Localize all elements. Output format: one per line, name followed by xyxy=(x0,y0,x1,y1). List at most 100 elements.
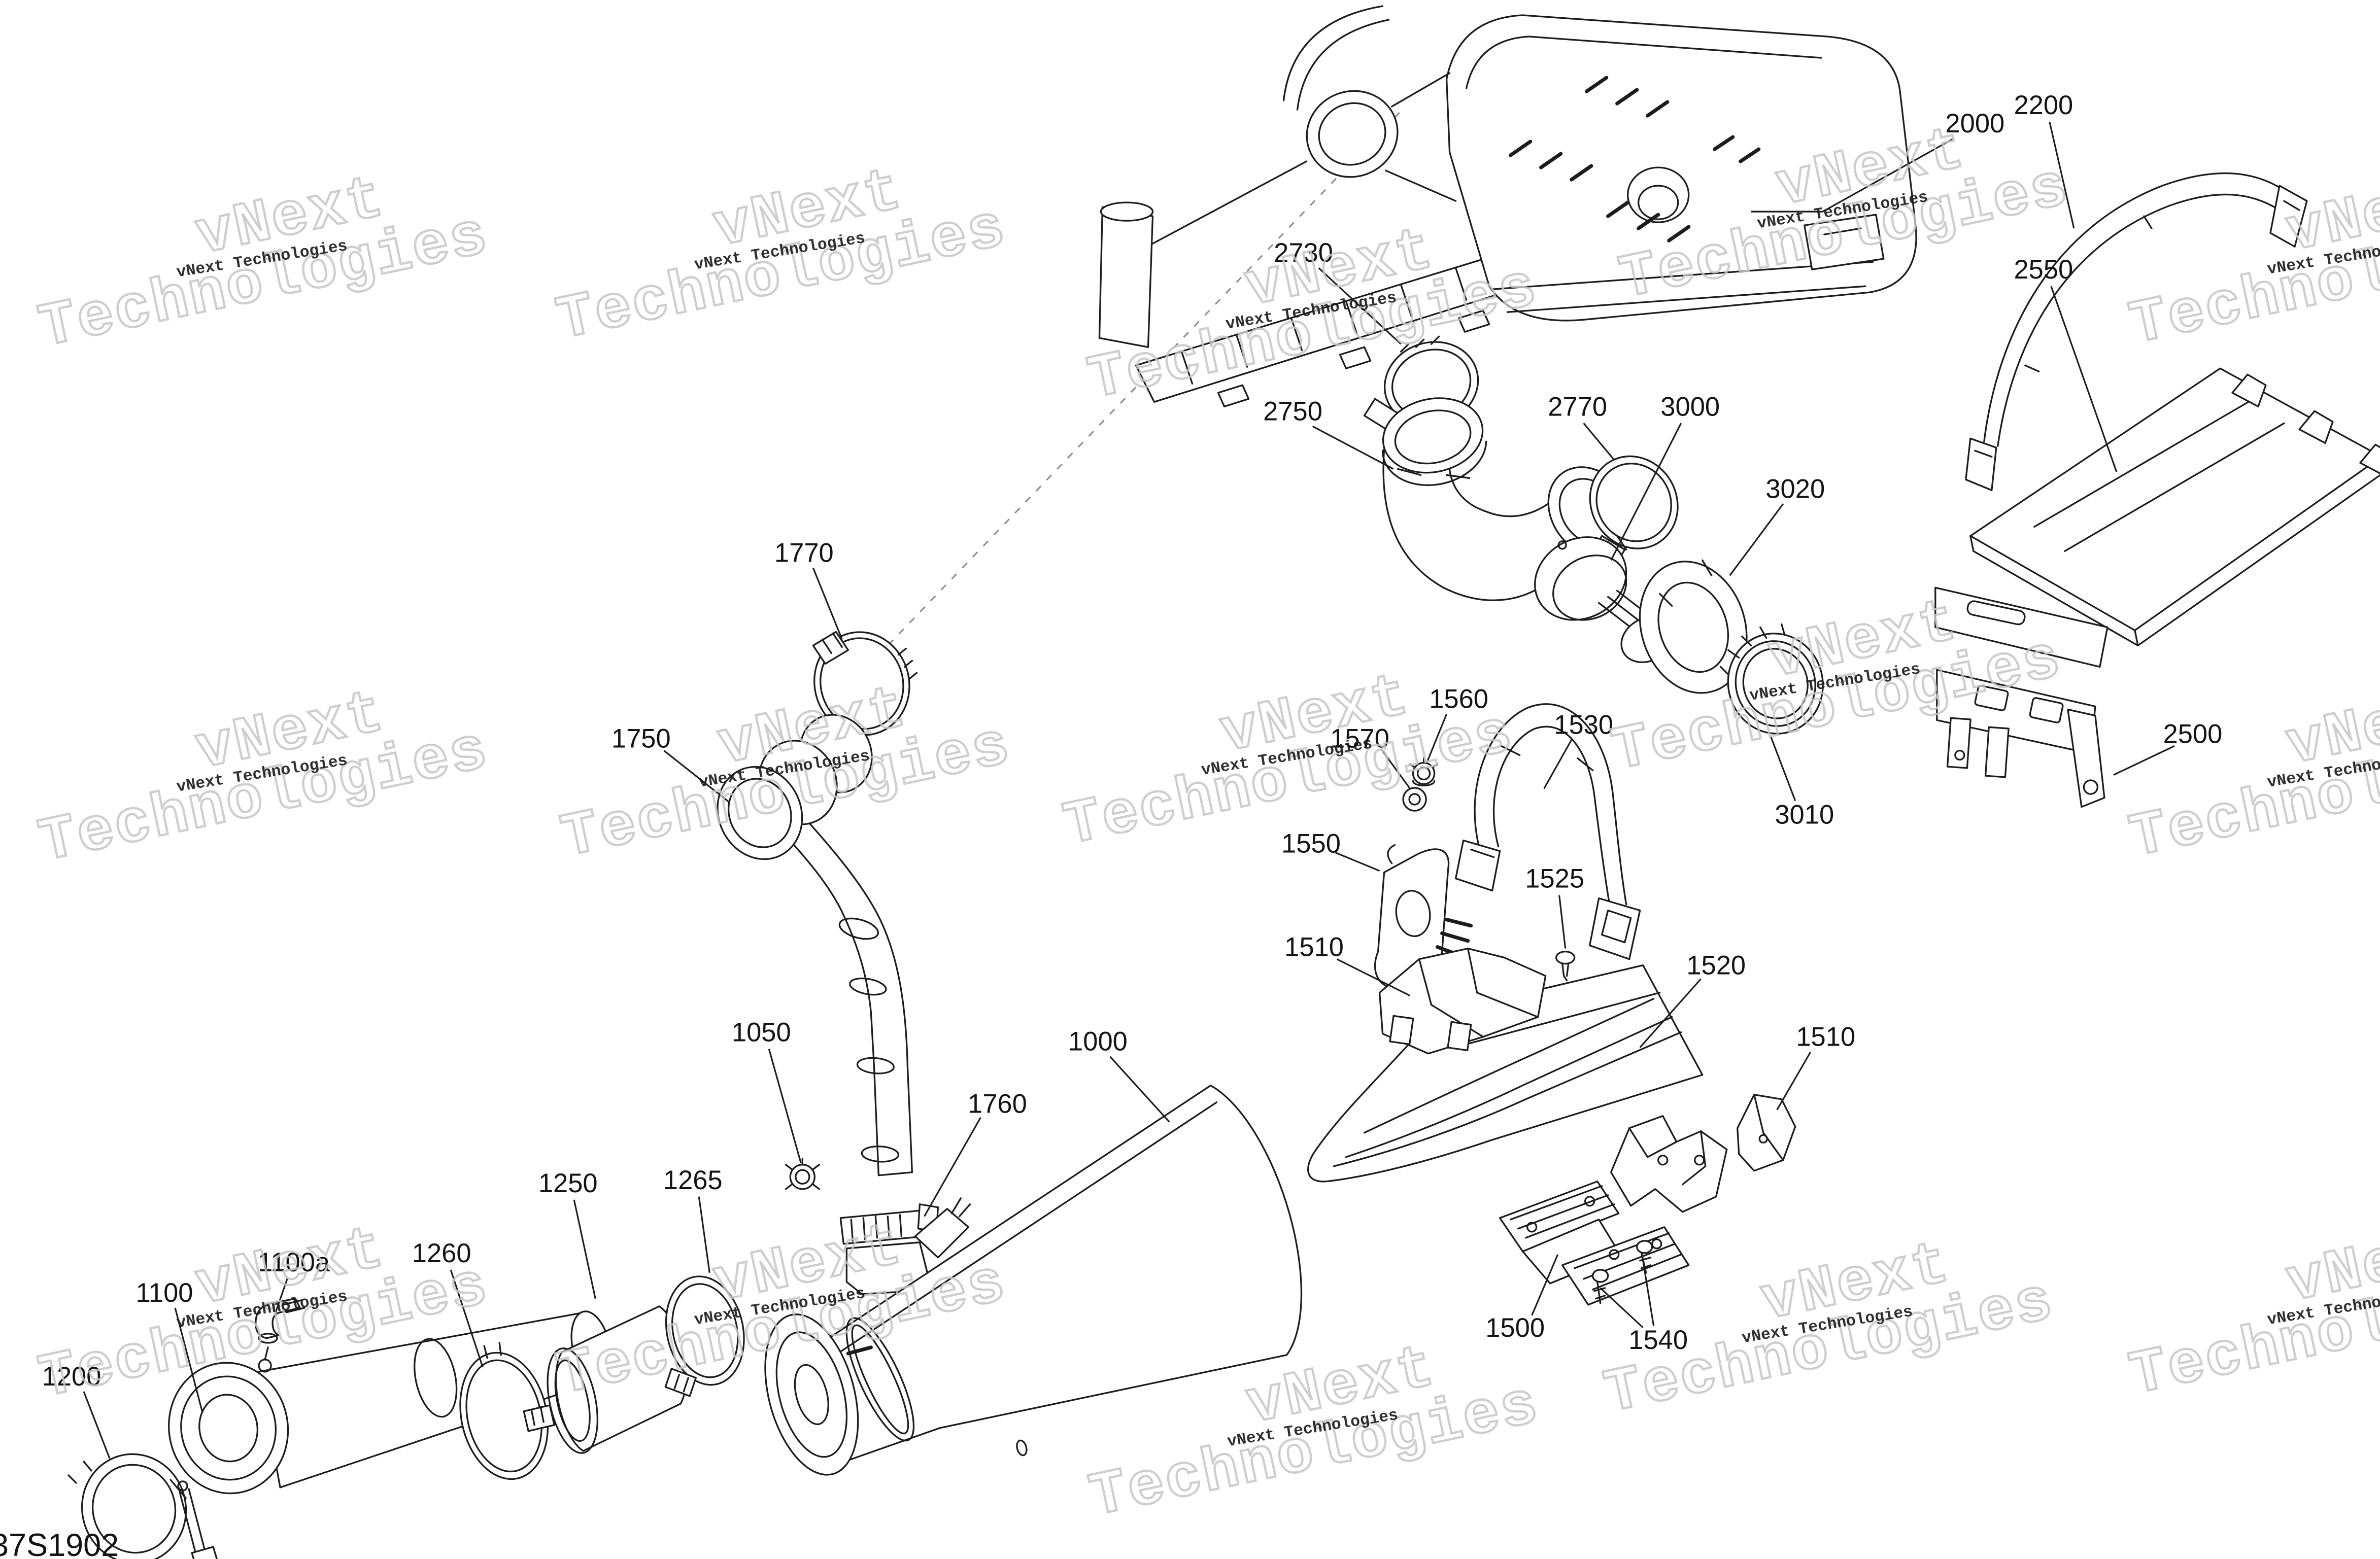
callout-1530: 1530 xyxy=(1543,710,1613,789)
part-label-1550: 1550 xyxy=(1281,829,1341,859)
part-label-1760: 1760 xyxy=(968,1089,1027,1119)
callout-2750: 2750 xyxy=(1263,396,1394,470)
part-label-2750: 2750 xyxy=(1263,396,1322,426)
leader-line-1770 xyxy=(812,567,843,640)
callout-1100: 1100 xyxy=(136,1278,203,1413)
callout-1770: 1770 xyxy=(774,538,843,640)
part-label-2550: 2550 xyxy=(2014,255,2073,285)
leader-line-1500 xyxy=(1531,1254,1559,1316)
leader-line-1530 xyxy=(1543,739,1573,789)
callout-1540: 1540 xyxy=(1600,1260,1688,1355)
screws-1540 xyxy=(1592,1240,1653,1304)
callout-1500: 1500 xyxy=(1485,1254,1559,1343)
callout-1265: 1265 xyxy=(663,1165,723,1273)
leader-line-1540 xyxy=(1600,1287,1644,1329)
part-label-2200: 2200 xyxy=(2014,90,2073,120)
leader-line-2770 xyxy=(1583,423,1615,461)
callout-2770: 2770 xyxy=(1548,392,1615,461)
callout-2000: 2000 xyxy=(1751,109,2004,213)
part-label-1560: 1560 xyxy=(1429,684,1488,714)
part-label-1530: 1530 xyxy=(1554,710,1613,740)
callout-layer: 2000 2200 2550 2500 2730 2750 2770 3000 3020 3010… xyxy=(42,90,2223,1459)
v-band-clamp-1200 xyxy=(67,1453,218,1559)
part-label-1100: 1100 xyxy=(136,1278,193,1308)
callout-1200: 1200 xyxy=(42,1362,111,1459)
callout-3010: 3010 xyxy=(1770,736,1834,830)
part-label-1260: 1260 xyxy=(412,1238,471,1268)
heat-shield-1520 xyxy=(1307,964,1704,1183)
leader-line-3010 xyxy=(1770,736,1796,802)
nut-1560 xyxy=(1409,757,1439,787)
sleeve-1250 xyxy=(547,1305,687,1454)
support-tray-2550 xyxy=(1969,367,2380,647)
leader-line-3000 xyxy=(1610,423,1682,561)
strap-1530 xyxy=(1454,703,1641,960)
part-label-2000: 2000 xyxy=(1945,109,2004,138)
leader-line-1510 xyxy=(1776,1051,1812,1111)
airbox-2000 xyxy=(1098,5,1917,407)
leader-line-3020 xyxy=(1729,503,1784,576)
callout-1050: 1050 xyxy=(732,1018,802,1164)
leader-line-1260 xyxy=(450,1269,484,1368)
callout-1100a: 1100a xyxy=(258,1248,330,1313)
hose-clamp-1760 xyxy=(839,1203,939,1295)
part-label-1570: 1570 xyxy=(1330,723,1389,753)
hose-clamp-1265 xyxy=(664,1275,745,1397)
rivet-1525 xyxy=(1555,950,1576,982)
drawing-layer xyxy=(67,5,2380,1559)
part-label-1770: 1770 xyxy=(774,538,834,568)
support-bracket-1510-right xyxy=(1737,1094,1796,1172)
flange-nut-1050 xyxy=(785,1158,820,1190)
hose-clamp-1260 xyxy=(459,1342,555,1480)
leader-line-1100a xyxy=(275,1277,289,1313)
leader-line-2200 xyxy=(2049,121,2075,229)
leader-line-1100 xyxy=(174,1307,203,1413)
callout-1560: 1560 xyxy=(1426,684,1488,764)
part-label-2770: 2770 xyxy=(1548,392,1607,422)
leader-line-1750 xyxy=(663,750,730,803)
leader-line-1250 xyxy=(573,1199,596,1299)
part-label-1200: 1200 xyxy=(42,1362,101,1392)
leader-line-2750 xyxy=(1312,425,1394,470)
part-label-1050: 1050 xyxy=(732,1018,791,1048)
alignment-dashed-line xyxy=(852,112,1400,683)
part-label-2500: 2500 xyxy=(2163,719,2223,749)
part-label-3000: 3000 xyxy=(1660,392,1720,422)
diagram-code: 37S1902 xyxy=(0,1528,119,1559)
leader-line-1540 xyxy=(1642,1260,1655,1327)
leader-line-1050 xyxy=(768,1049,802,1164)
leader-line-1560 xyxy=(1426,713,1448,764)
skid-plate-1500 xyxy=(1499,1181,1690,1306)
part-label-1500: 1500 xyxy=(1485,1313,1545,1343)
leader-line-2500 xyxy=(2113,745,2175,776)
leader-line-2730 xyxy=(1318,267,1402,345)
part-label-1510: 1510 xyxy=(1284,932,1344,962)
hose-clamp-1770 xyxy=(812,631,918,736)
part-label-3020: 3020 xyxy=(1765,474,1825,504)
airbox-vent-slots xyxy=(1509,76,1761,242)
part-label-1100a: 1100a xyxy=(258,1248,330,1277)
callout-1510: 1510 xyxy=(1284,932,1411,997)
leader-line-1525 xyxy=(1558,895,1567,949)
callout-2550: 2550 xyxy=(2014,255,2118,472)
lock-ring-3010 xyxy=(1727,623,1824,735)
leader-line-1000 xyxy=(1109,1056,1170,1123)
callout-2730: 2730 xyxy=(1274,238,1402,345)
leader-line-1510 xyxy=(1336,958,1411,997)
callout-1750: 1750 xyxy=(611,723,730,803)
callout-1250: 1250 xyxy=(538,1168,598,1299)
callout-1550: 1550 xyxy=(1281,829,1380,872)
hold-down-strap-2200 xyxy=(1965,172,2308,491)
callout-1520: 1520 xyxy=(1639,951,1746,1048)
leader-line-1200 xyxy=(83,1391,111,1459)
callout-1760: 1760 xyxy=(924,1089,1027,1217)
callout-3020: 3020 xyxy=(1729,474,1825,576)
leader-line-1760 xyxy=(924,1117,981,1217)
leader-line-1570 xyxy=(1380,748,1411,789)
callout-1260: 1260 xyxy=(412,1238,484,1368)
part-label-1540: 1540 xyxy=(1628,1325,1688,1355)
